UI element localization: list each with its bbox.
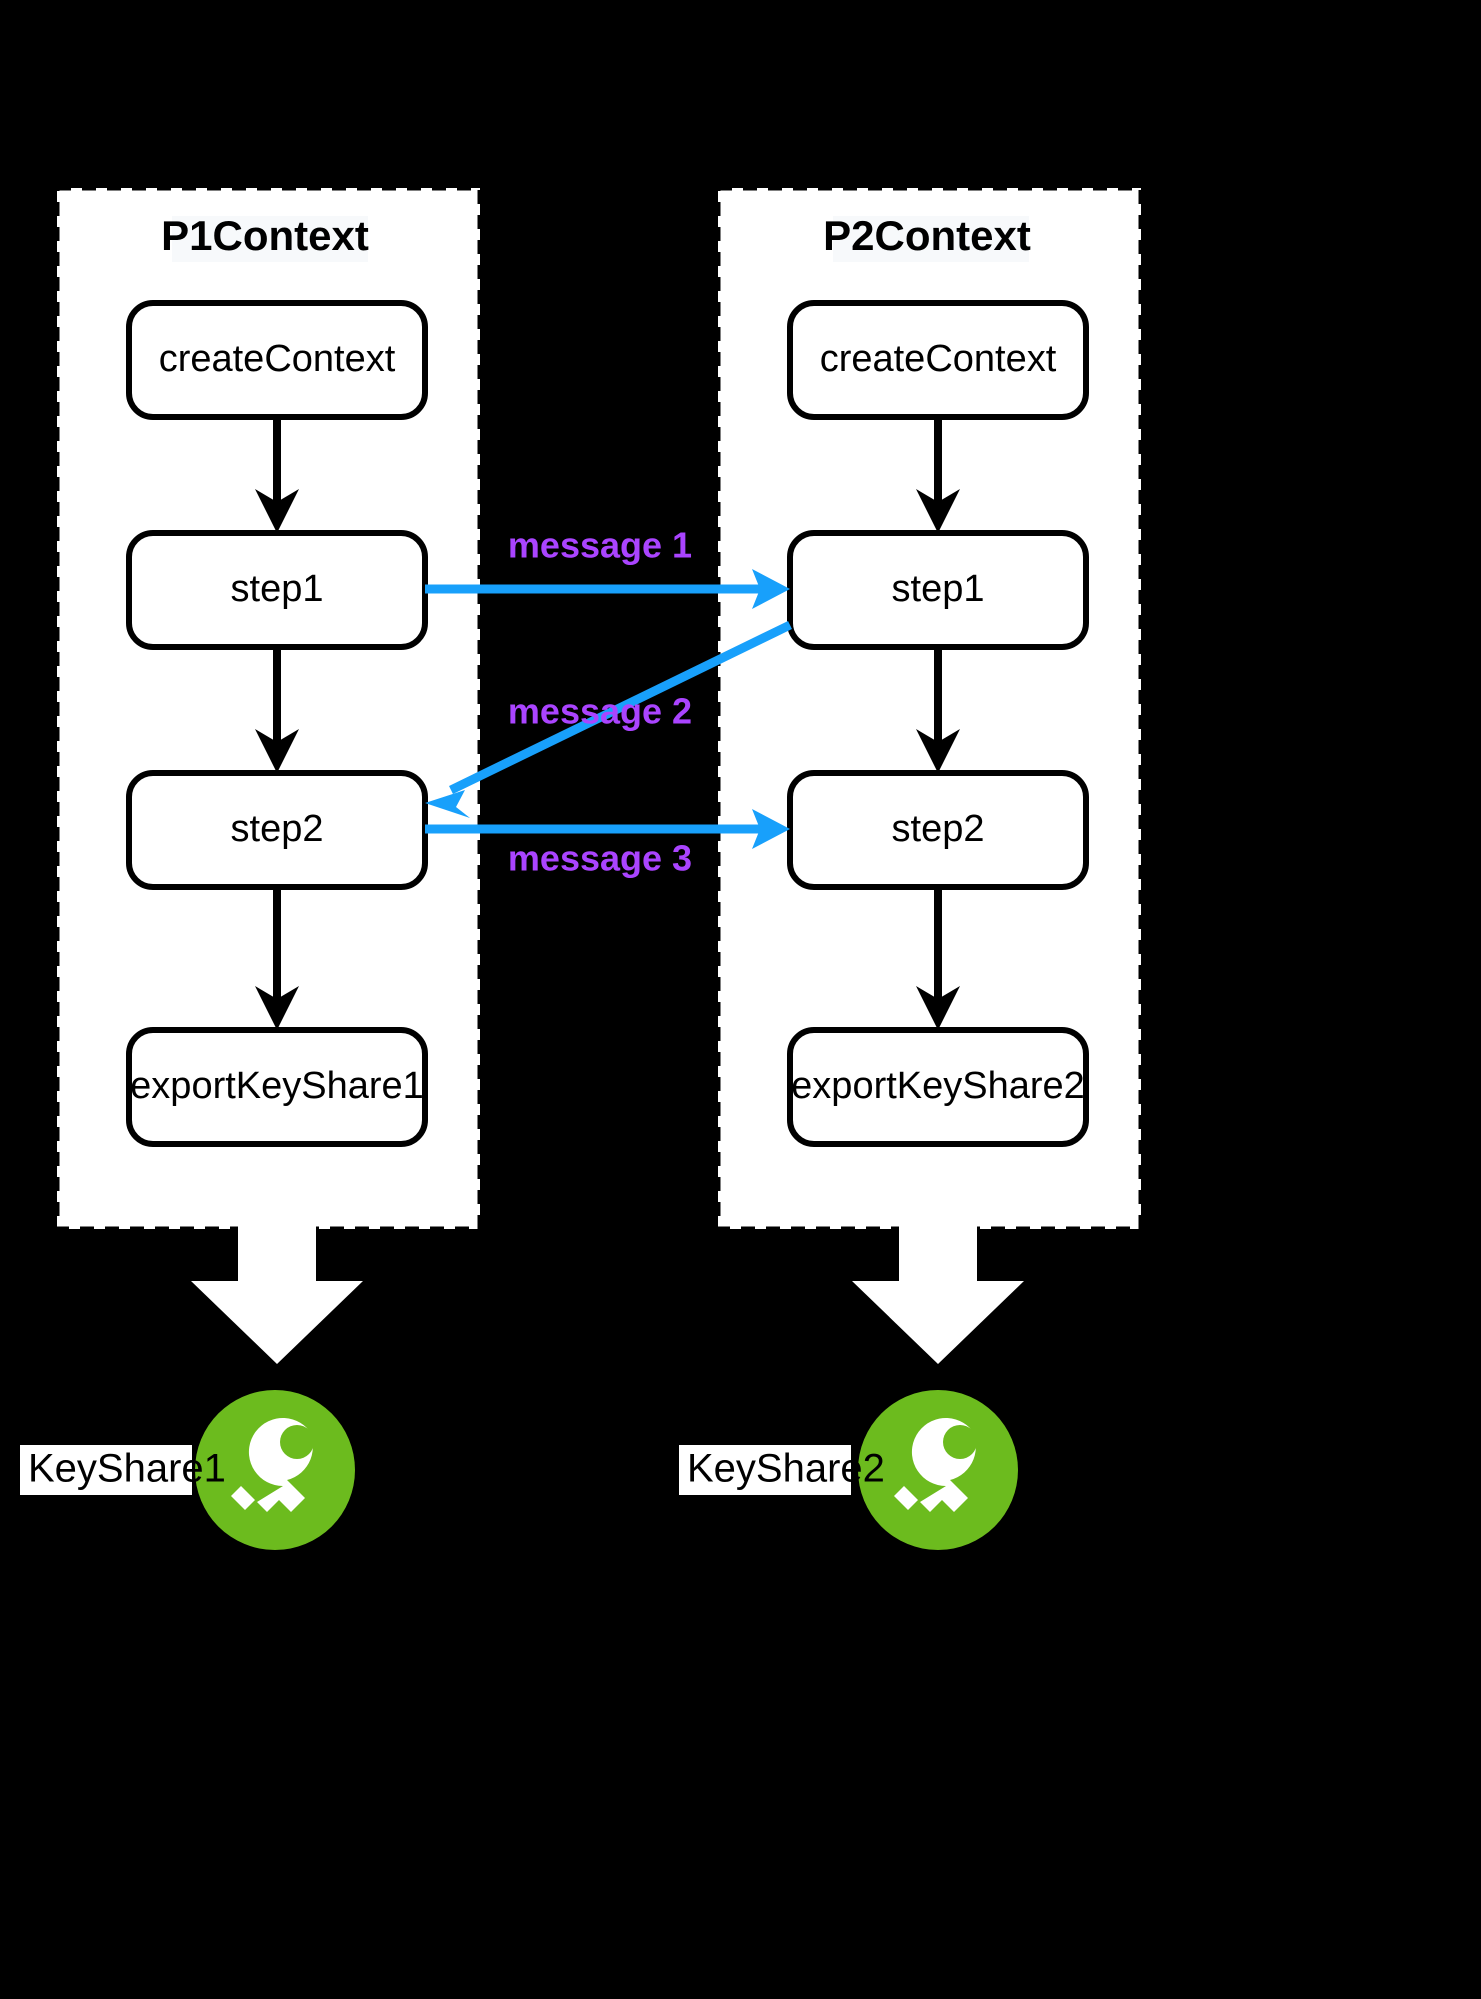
lane-p1context: P1Context createContext step1 step2 (54, 185, 483, 1232)
flow-p1-step2-to-export (255, 887, 299, 1030)
block-arrow-keyshare1 (191, 1165, 363, 1364)
node-p2-step2[interactable]: step2 (787, 770, 1089, 890)
lane-p2context: P2Context createContext step1 step2 (715, 185, 1144, 1232)
message-2-label: message 2 (508, 691, 692, 732)
node-p1-exportkeyshare[interactable]: exportKeyShare1 (126, 1027, 428, 1147)
node-p1-exportkeyshare-box[interactable] (126, 1027, 428, 1147)
message-3-label: message 3 (508, 838, 692, 879)
node-p2-exportkeyshare-label: exportKeyShare2 (791, 1065, 1085, 1107)
key-icon-keyshare2 (894, 1418, 977, 1512)
message-2-arrow (425, 620, 792, 818)
node-p1-exportkeyshare-label: exportKeyShare1 (130, 1065, 424, 1107)
lane-p2-title-highlight (833, 216, 1029, 262)
key-icon-keyshare1 (231, 1418, 314, 1512)
flow-p1-step1-to-step2 (255, 647, 299, 773)
block-arrow-keyshare2 (852, 1165, 1024, 1364)
flow-p1-create-to-step1 (255, 417, 299, 533)
output-keyshare1[interactable]: KeyShare1 (20, 1390, 355, 1550)
node-p1-createcontext-label: createContext (159, 338, 396, 380)
output-keyshare1-chip (20, 1445, 192, 1495)
node-p1-step1-label: step1 (231, 568, 324, 610)
message-1-arrow (425, 569, 790, 609)
node-p1-createcontext[interactable]: createContext (126, 300, 428, 420)
node-p2-createcontext[interactable]: createContext (787, 300, 1089, 420)
flow-p2-step1-to-step2 (916, 647, 960, 773)
output-keyshare1-label: KeyShare1 (28, 1447, 226, 1491)
output-keyshare2-label: KeyShare2 (687, 1447, 885, 1491)
node-p1-step1[interactable]: step1 (126, 530, 428, 650)
node-p2-step1[interactable]: step1 (787, 530, 1089, 650)
node-p2-exportkeyshare-box[interactable] (787, 1027, 1089, 1147)
lane-p1-title-highlight (172, 216, 368, 262)
node-p2-step2-label: step2 (892, 808, 985, 850)
lane-p1-title: P1Context (161, 212, 369, 259)
node-p1-step2-label: step2 (231, 808, 324, 850)
flow-p2-create-to-step1 (916, 417, 960, 533)
node-p2-step1-label: step1 (892, 568, 985, 610)
message-3-arrow (425, 809, 790, 849)
flow-p2-step2-to-export (916, 887, 960, 1030)
node-p2-createcontext-label: createContext (820, 338, 1057, 380)
node-p2-exportkeyshare[interactable]: exportKeyShare2 (787, 1027, 1089, 1147)
output-keyshare2[interactable]: KeyShare2 (679, 1390, 1018, 1550)
message-1-label: message 1 (508, 525, 692, 566)
node-p1-step2[interactable]: step2 (126, 770, 428, 890)
output-keyshare2-chip (679, 1445, 851, 1495)
lane-p2-title: P2Context (823, 212, 1031, 259)
